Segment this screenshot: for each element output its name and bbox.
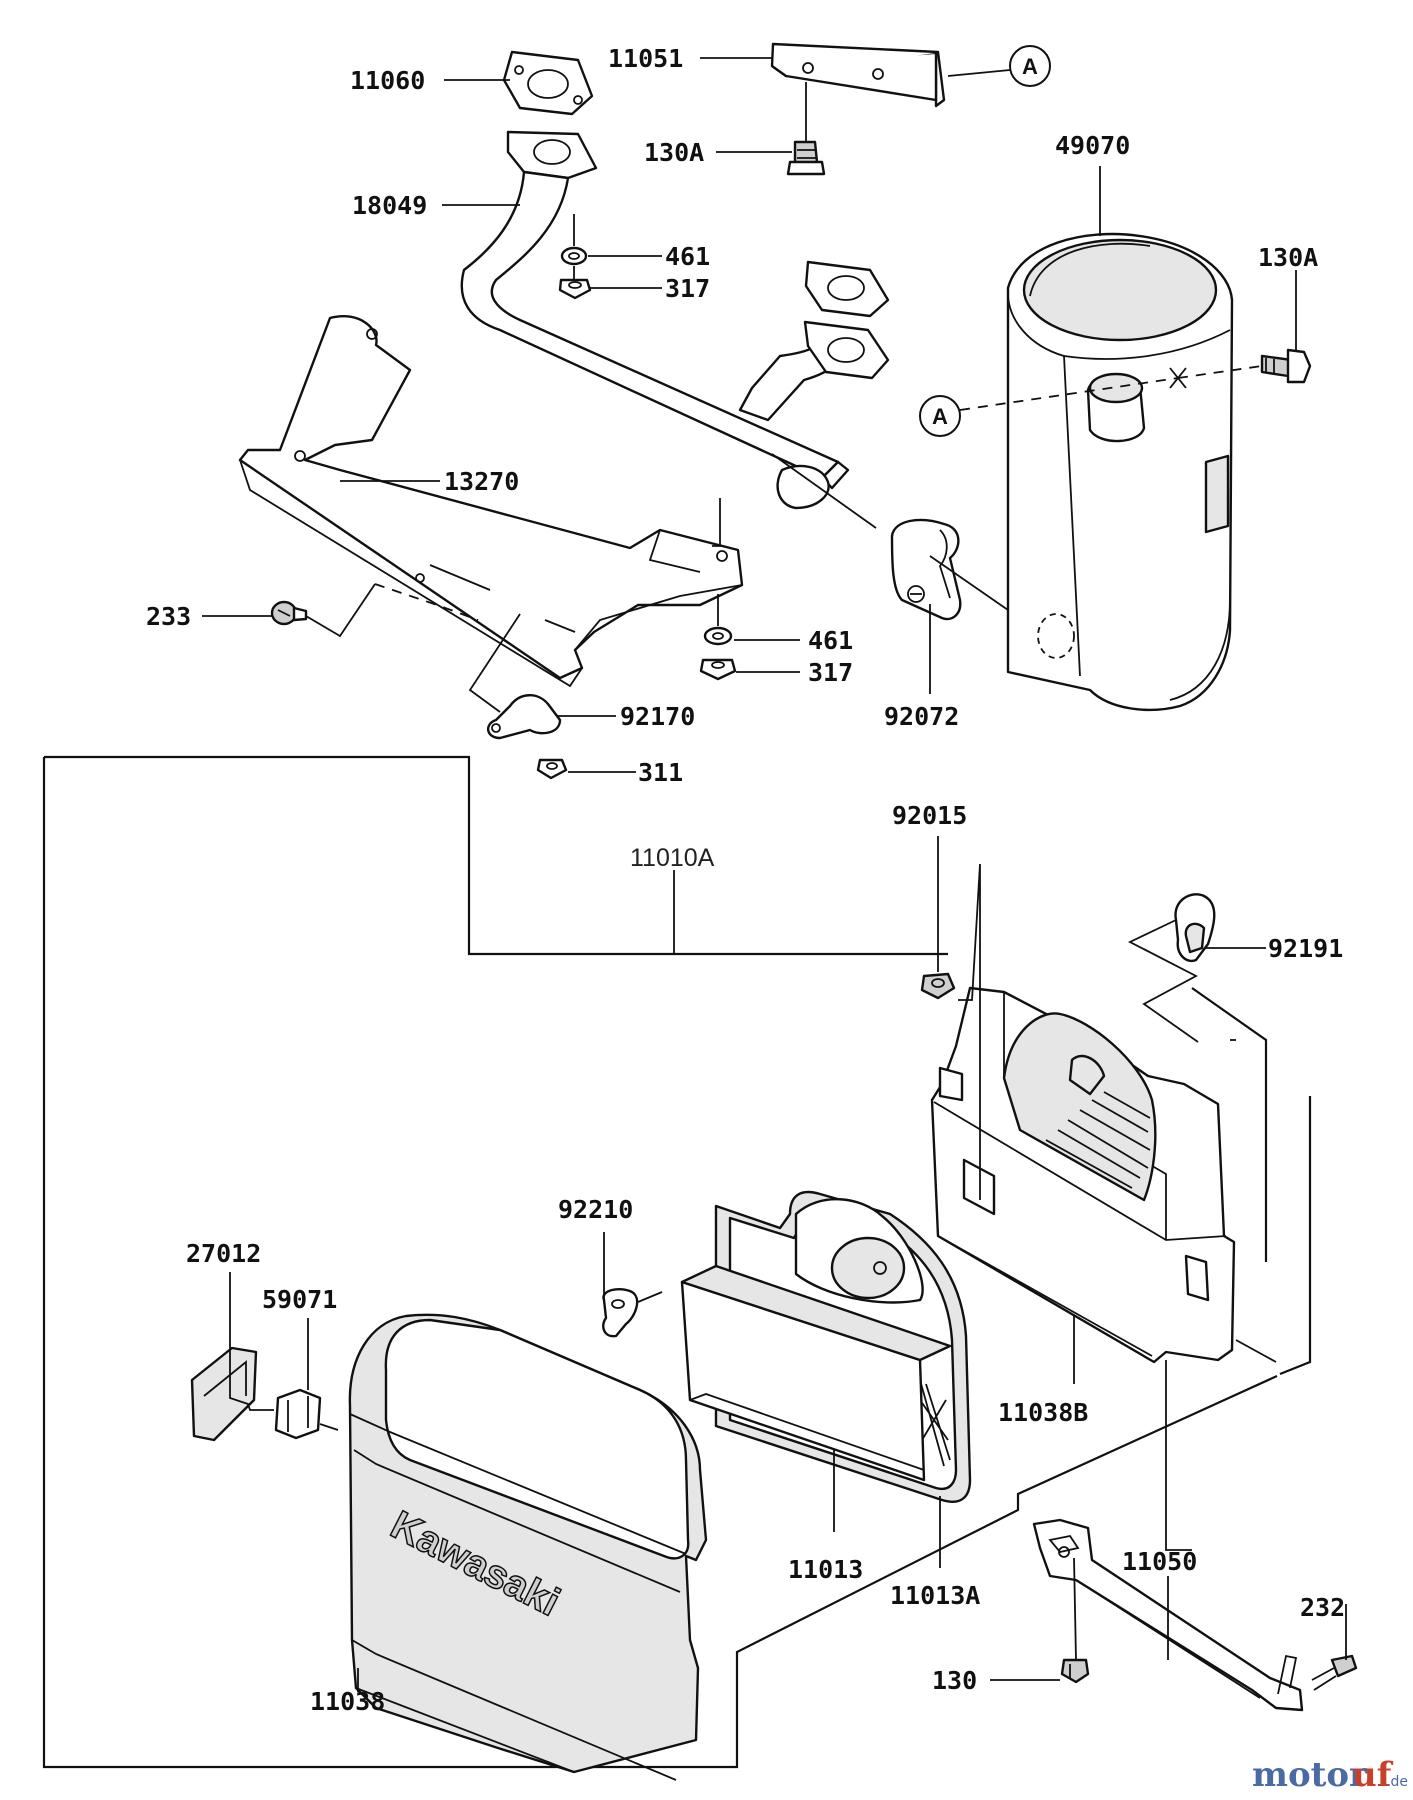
clip-92210 [602,1288,639,1338]
callouts: 11060 11051 130A 18049 461 317 49070 130… [146,44,1345,1716]
label-11060: 11060 [350,66,425,95]
label-92191: 92191 [1268,934,1343,963]
clamp-92072 [890,518,962,621]
svg-text:A: A [1022,54,1038,79]
label-59071: 59071 [262,1285,337,1314]
clamp-92170 [487,694,562,740]
label-13270: 13270 [444,467,519,496]
filter-element-11013 [680,1197,952,1482]
washer-461-lower [703,626,733,646]
heat-shield-13270 [238,315,744,688]
watermark-logo: motor uf .de [1252,1755,1408,1795]
svg-text:uf: uf [1352,1755,1394,1795]
gasket-11060 [502,50,594,116]
label-11051: 11051 [608,44,683,73]
label-92072: 92072 [884,702,959,731]
label-92210: 92210 [558,1195,633,1224]
label-11013: 11013 [788,1555,863,1584]
label-130a-top: 130A [644,138,704,167]
bolt-233 [270,600,308,626]
nut-92015 [920,972,956,1000]
bracket-11051 [770,42,946,108]
svg-text:.de: .de [1386,1774,1408,1790]
label-461-upper: 461 [665,242,710,271]
reference-mark-a-top: A [1009,45,1051,87]
muffler-49070 [1006,232,1234,712]
label-11038b: 11038B [998,1398,1088,1427]
label-461-lower: 461 [808,626,853,655]
label-130a-right: 130A [1258,243,1318,272]
nut-317-upper [558,278,592,300]
gasket-muffler-inlet [804,260,890,318]
label-18049: 18049 [352,191,427,220]
label-311: 311 [638,758,683,787]
air-cleaner-base-11038b [930,986,1236,1364]
bolt-130 [1060,1658,1090,1684]
exhaust-pipe-18049 [460,130,890,510]
clip-27012 [190,1346,258,1442]
label-92170: 92170 [620,702,695,731]
fitting-92191 [1174,893,1216,963]
pin-59071 [274,1388,322,1440]
label-317-lower: 317 [808,658,853,687]
reference-mark-a-muffler: A [919,395,961,437]
label-317-upper: 317 [665,274,710,303]
bolt-130a-top [786,140,826,176]
washer-461-upper [560,246,588,266]
nut-311 [536,758,568,780]
label-11013a: 11013A [890,1581,980,1610]
label-233: 233 [146,602,191,631]
label-27012: 27012 [186,1239,261,1268]
svg-text:motor: motor [1252,1755,1368,1795]
svg-text:A: A [932,404,948,429]
label-11010a: 11010A [630,844,715,872]
nut-317-lower [699,658,737,681]
bolt-130a-right [1260,348,1312,384]
label-49070: 49070 [1055,131,1130,160]
label-11050: 11050 [1122,1547,1197,1576]
label-11038: 11038 [310,1687,385,1716]
label-130: 130 [932,1666,977,1695]
air-cleaner-cover-11038: Kawasaki [348,1313,708,1781]
label-92015: 92015 [892,801,967,830]
label-232: 232 [1300,1593,1345,1622]
screw-232 [1311,1654,1358,1691]
